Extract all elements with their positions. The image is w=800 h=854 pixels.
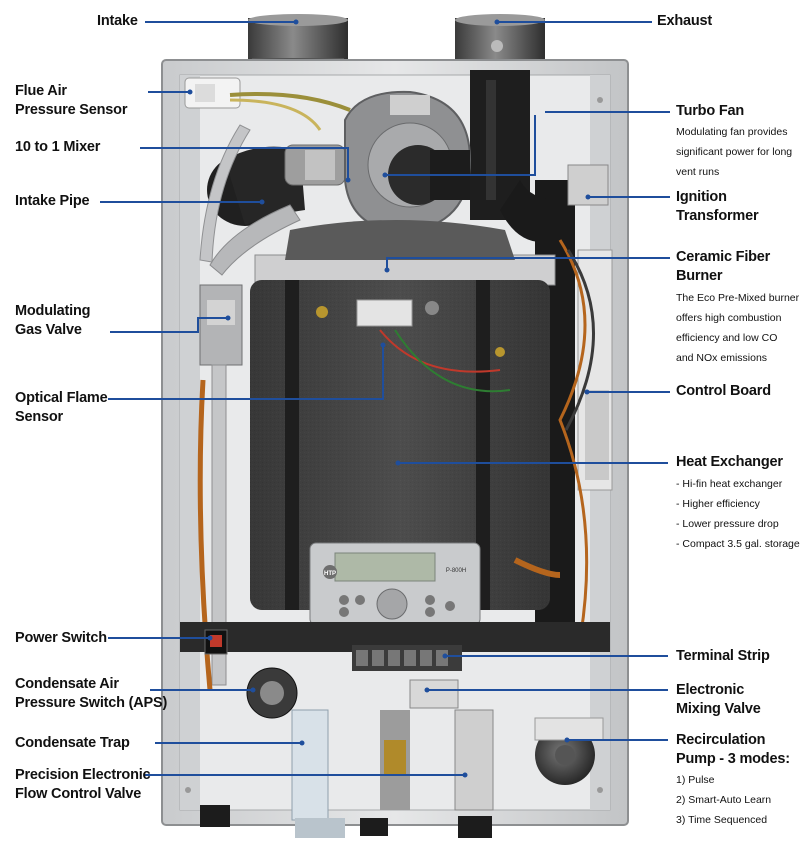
label-intake: Intake	[97, 13, 138, 29]
label-optical-line1: Optical Flame	[15, 390, 108, 406]
label-gas-valve-line1: Modulating	[15, 303, 91, 319]
label-ignition-line2: Transformer	[676, 208, 759, 224]
label-flow-line2: Flow Control Valve	[15, 786, 142, 802]
label-mixing-line2: Mixing Valve	[676, 701, 761, 717]
desc-burner-line: and NOx emissions	[676, 352, 768, 364]
turbo-fan-shape	[344, 90, 472, 234]
label-aps-line2: Pressure Switch (APS)	[15, 695, 168, 711]
label-gas-valve: Modulating Gas Valve	[15, 302, 91, 340]
desc-turbo-fan-line: significant power for long	[676, 146, 793, 158]
display-panel	[309, 542, 481, 626]
label-burner: Ceramic Fiber Burner	[676, 248, 770, 286]
label-flow-line1: Precision Electronic	[15, 767, 151, 783]
label-mixing-valve: Electronic Mixing Valve	[676, 681, 761, 719]
label-recirc-pump: Recirculation Pump - 3 modes:	[676, 731, 790, 769]
label-terminal-strip: Terminal Strip	[676, 648, 770, 664]
heat-exchanger-shape	[250, 280, 550, 610]
label-ignition: Ignition Transformer	[676, 188, 759, 226]
label-flue-air-line1: Flue Air	[15, 83, 67, 99]
desc-burner-line: efficiency and low CO	[676, 332, 778, 344]
label-aps: Condensate Air Pressure Switch (APS)	[15, 675, 167, 713]
label-power-switch: Power Switch	[15, 630, 107, 646]
label-flue-air-line2: Pressure Sensor	[15, 102, 128, 118]
panel-texts: HTP P-800H	[324, 568, 466, 577]
label-heat-exchanger: Heat Exchanger	[676, 454, 783, 470]
label-condensate-trap: Condensate Trap	[15, 735, 130, 751]
label-flue-air: Flue Air Pressure Sensor	[15, 82, 127, 120]
desc-hx-line: - Compact 3.5 gal. storage	[676, 538, 800, 550]
label-aps-line1: Condensate Air	[15, 676, 119, 692]
label-intake-pipe: Intake Pipe	[15, 193, 90, 209]
control-board-shape	[558, 164, 613, 641]
label-exhaust: Exhaust	[657, 13, 713, 29]
desc-recirc-line: 2) Smart-Auto Learn	[676, 794, 772, 806]
intake-pipe-shape	[199, 124, 346, 276]
desc-hx-line: - Hi-fin heat exchanger	[676, 478, 783, 490]
label-optical: Optical Flame Sensor	[15, 389, 108, 427]
label-ignition-line1: Ignition	[676, 189, 727, 205]
desc-heat-exchanger: - Hi-fin heat exchanger - Higher efficie…	[676, 474, 800, 554]
label-flow-valve: Precision Electronic Flow Control Valve	[15, 766, 151, 804]
label-gas-valve-line2: Gas Valve	[15, 322, 82, 338]
label-control-board: Control Board	[676, 383, 771, 399]
leader-dots	[187, 19, 591, 778]
desc-hx-line: - Lower pressure drop	[676, 518, 779, 530]
desc-recirc: 1) Pulse 2) Smart-Auto Learn 3) Time Seq…	[676, 770, 771, 830]
desc-turbo-fan-line: Modulating fan provides	[676, 126, 788, 138]
desc-burner-line: The Eco Pre-Mixed burner	[676, 292, 800, 304]
label-mixer: 10 to 1 Mixer	[15, 139, 101, 155]
desc-burner: The Eco Pre-Mixed burner offers high com…	[676, 288, 799, 368]
leader-lines	[100, 21, 670, 776]
flue-sensor-shape	[184, 77, 351, 131]
lower-components	[200, 557, 604, 838]
desc-turbo-fan-line: vent runs	[676, 166, 720, 178]
label-burner-line2: Burner	[676, 268, 723, 284]
label-optical-line2: Sensor	[15, 409, 63, 425]
desc-recirc-line: 1) Pulse	[676, 774, 715, 786]
label-burner-line1: Ceramic Fiber	[676, 249, 771, 265]
desc-recirc-line: 3) Time Sequenced	[676, 814, 768, 826]
desc-hx-line: - Higher efficiency	[676, 498, 760, 510]
label-turbo-fan: Turbo Fan	[676, 103, 745, 119]
brand-badge: HTP	[324, 571, 336, 577]
desc-burner-line: offers high combustion	[676, 312, 782, 324]
label-mixing-line1: Electronic	[676, 682, 745, 698]
label-recirc-line2: Pump - 3 modes:	[676, 751, 790, 767]
label-recirc-line1: Recirculation	[676, 732, 766, 748]
desc-turbo-fan: Modulating fan provides significant powe…	[676, 122, 792, 182]
model-label: P-800H	[446, 568, 466, 574]
